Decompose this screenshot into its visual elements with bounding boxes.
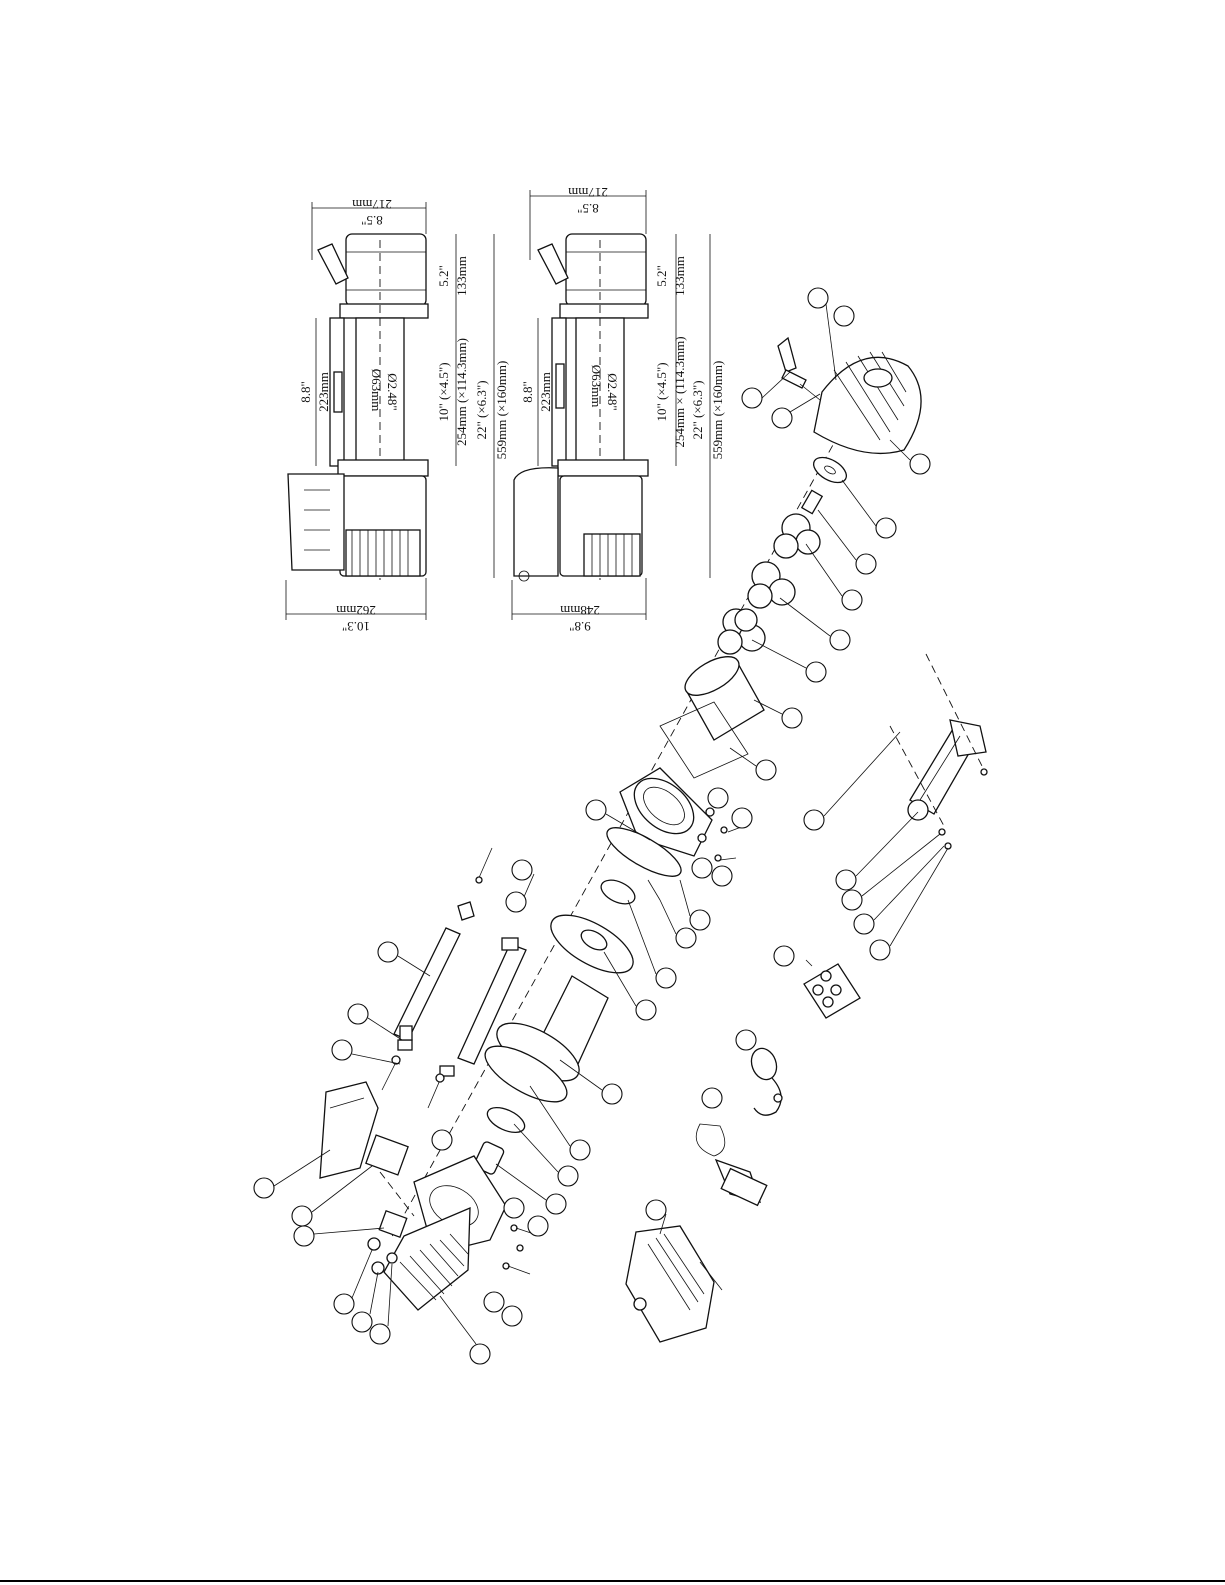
planet-carrier-2 bbox=[748, 562, 795, 608]
dim-height-in: 8.5" bbox=[361, 213, 383, 228]
dim-motor-width-in: 10.3" bbox=[342, 619, 370, 634]
dimension-view-bottom: 8.5" 217mm 5.2" 133mm 10" (×4.5") 254mm … bbox=[512, 185, 725, 634]
control-box bbox=[626, 1226, 722, 1342]
dim-motor-width-mm: 248mm bbox=[560, 603, 600, 618]
page-bottom-rule bbox=[0, 1580, 1225, 1582]
dimension-view-top: 8.5" 217mm 5.2" 133mm 10" (×4.5") 254mm … bbox=[286, 197, 509, 634]
dim-gearbox-mm: 133mm bbox=[672, 256, 687, 296]
dim-height-mm: 217mm bbox=[568, 185, 608, 200]
dim-gearbox-mm: 133mm bbox=[454, 256, 469, 296]
dim-motor-width-mm: 262mm bbox=[336, 603, 376, 618]
roller-fairlead bbox=[890, 654, 987, 849]
dim-overall-mm: 559mm (×160mm) bbox=[710, 361, 725, 460]
dim-mount-mm: 254mm × (114.3mm) bbox=[672, 336, 687, 447]
dim-overall-mm: 559mm (×160mm) bbox=[494, 361, 509, 460]
dim-drum-dia-in: Ø2.48" bbox=[605, 373, 620, 410]
dim-overall-in: 22" (×6.3") bbox=[690, 380, 705, 439]
winch-hook bbox=[747, 1045, 782, 1115]
planet-carrier-3 bbox=[718, 609, 765, 654]
dim-drum-len-in: 8.8" bbox=[298, 381, 313, 403]
remote-control bbox=[804, 960, 860, 1018]
dim-height-in: 8.5" bbox=[577, 201, 599, 216]
hook-strap bbox=[696, 1124, 767, 1205]
ring-gear bbox=[679, 649, 764, 740]
dim-mount-in: 10" (×4.5") bbox=[436, 362, 451, 421]
planet-carrier-1 bbox=[774, 514, 820, 558]
dim-gearbox-in: 5.2" bbox=[654, 265, 669, 287]
dim-gearbox-in: 5.2" bbox=[436, 265, 451, 287]
dim-drum-len-mm: 223mm bbox=[538, 372, 553, 412]
dim-drum-len-in: 8.8" bbox=[520, 381, 535, 403]
dim-motor-width-in: 9.8" bbox=[569, 619, 591, 634]
gearbox-cover bbox=[814, 352, 921, 453]
dim-mount-mm: 254mm (×114.3mm) bbox=[454, 338, 469, 446]
dim-overall-in: 22" (×6.3") bbox=[474, 380, 489, 439]
dim-drum-dia-mm: Ø63mm bbox=[369, 369, 384, 412]
dim-mount-in: 10" (×4.5") bbox=[654, 362, 669, 421]
dim-height-mm: 217mm bbox=[352, 197, 392, 212]
dim-drum-len-mm: 223mm bbox=[316, 372, 331, 412]
dim-drum-dia-mm: Ø63mm bbox=[589, 365, 604, 408]
dim-drum-dia-in: Ø2.48" bbox=[385, 373, 400, 410]
